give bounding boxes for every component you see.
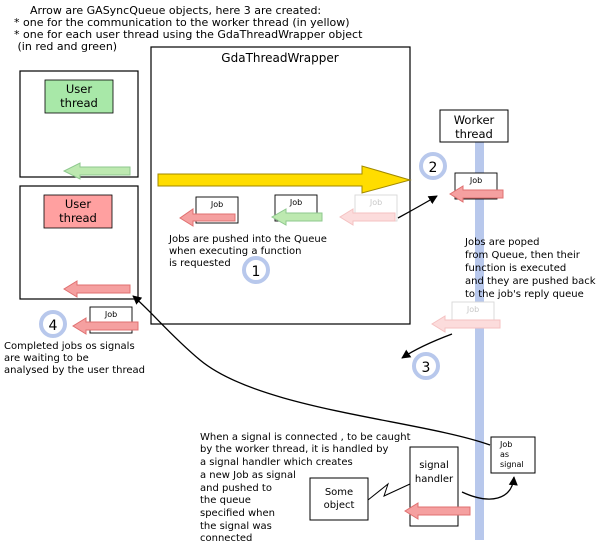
job-as-signal-label-2: as bbox=[500, 450, 509, 459]
note-poped-line-4: and they are pushed back bbox=[465, 276, 596, 287]
worker-job-box-faded-label: Job bbox=[466, 305, 479, 314]
note-push-queue-line-3: is requested bbox=[169, 258, 231, 269]
note-signal-line-8: the signal was bbox=[200, 521, 272, 532]
job-box-1-label: Job bbox=[210, 200, 223, 209]
note-poped-line-1: Jobs are poped bbox=[464, 237, 539, 248]
step-3-number: 3 bbox=[422, 360, 431, 376]
arrow-signal-to-user bbox=[132, 295, 491, 446]
note-signal-line-1: When a signal is connected , to be caugh… bbox=[200, 432, 411, 443]
note-signal: When a signal is connected , to be caugh… bbox=[200, 432, 411, 544]
arrow-handler-to-job bbox=[461, 476, 518, 500]
user-thread-red-label-box bbox=[43, 194, 113, 229]
header-line-4: (in red and green) bbox=[14, 40, 117, 53]
note-signal-line-6: the queue bbox=[200, 495, 251, 506]
some-object-label-2: object bbox=[324, 500, 355, 511]
note-signal-line-4: a new Job as signal bbox=[200, 470, 296, 481]
arrow-to-worker bbox=[397, 195, 438, 219]
step-4-number: 4 bbox=[49, 318, 58, 334]
wrapper-title: GdaThreadWrapper bbox=[221, 51, 338, 65]
note-signal-line-9: connected bbox=[200, 533, 252, 544]
signal-handler-red-arrow bbox=[404, 502, 471, 520]
note-signal-line-2: by the worker thread, it is handled by bbox=[200, 444, 388, 455]
job-as-signal-box bbox=[490, 436, 536, 474]
note-push-queue: Jobs are pushed into the Queue when exec… bbox=[168, 234, 327, 269]
note-push-queue-line-2: when executing a function bbox=[169, 246, 301, 257]
job-as-signal-label-3: signal bbox=[500, 460, 524, 469]
signal-handler-label-2: handler bbox=[415, 474, 454, 485]
arrow-from-worker-back bbox=[401, 333, 453, 359]
note-poped-line-5: to the job's reply queue bbox=[465, 289, 584, 300]
note-completed: Completed jobs os signals are waiting to… bbox=[4, 341, 145, 376]
header-text: Arrow are GASyncQueue objects, here 3 ar… bbox=[14, 4, 363, 53]
some-object-label-1: Some bbox=[325, 487, 353, 498]
note-poped: Jobs are poped from Queue, then their fu… bbox=[464, 237, 596, 300]
user-red-queue-arrow bbox=[63, 280, 131, 298]
user-thread-red-label-1: User bbox=[65, 197, 91, 211]
user-thread-green-label-1: User bbox=[66, 82, 92, 96]
note-completed-line-3: analysed by the user thread bbox=[4, 365, 145, 376]
worker-job-box-label: Job bbox=[469, 176, 482, 185]
green-queue-arrow bbox=[62, 162, 131, 180]
step-3: 3 bbox=[412, 352, 440, 380]
worker-thread-label-2: thread bbox=[455, 127, 493, 141]
note-signal-line-3: a signal handler which creates bbox=[200, 457, 353, 468]
step-4: 4 bbox=[39, 310, 67, 338]
note-completed-line-2: are waiting to be bbox=[4, 353, 89, 364]
header-line-1: Arrow are GASyncQueue objects, here 3 ar… bbox=[30, 4, 321, 17]
step-2-number: 2 bbox=[429, 160, 438, 176]
job-as-signal-label-1: Job bbox=[499, 440, 512, 449]
completed-red-arrow bbox=[72, 317, 139, 335]
job-box-faded-1-label: Job bbox=[369, 198, 382, 207]
step-1: 1 bbox=[242, 256, 270, 284]
note-poped-line-2: from Queue, then their bbox=[465, 250, 581, 261]
user-thread-green-label-2: thread bbox=[60, 96, 98, 110]
user-thread-red-label-2: thread bbox=[59, 211, 97, 225]
signal-handler-label-1: signal bbox=[419, 460, 449, 471]
note-signal-line-5: and pushed to bbox=[200, 483, 272, 494]
note-completed-line-1: Completed jobs os signals bbox=[4, 341, 135, 352]
note-poped-line-3: function is executed bbox=[465, 263, 566, 274]
signal-zigzag bbox=[367, 482, 411, 501]
worker-faded-arrow bbox=[431, 315, 501, 333]
completed-job-box-label: Job bbox=[104, 310, 117, 319]
header-line-3: * one for each user thread using the Gda… bbox=[14, 28, 363, 41]
user-thread-green-label-box bbox=[44, 79, 114, 114]
note-push-queue-line-1: Jobs are pushed into the Queue bbox=[168, 234, 327, 245]
green-queue-arrow-2 bbox=[270, 208, 323, 226]
yellow-queue-arrow bbox=[157, 165, 412, 194]
some-object-box bbox=[309, 477, 369, 521]
note-signal-line-7: specified when bbox=[200, 508, 275, 519]
worker-thread-label-1: Worker bbox=[454, 113, 495, 127]
worker-thread-label-box bbox=[439, 109, 509, 143]
step-1-number: 1 bbox=[252, 264, 261, 280]
job-box-2-label: Job bbox=[289, 198, 302, 207]
faded-queue-arrow-1 bbox=[339, 208, 396, 226]
step-2: 2 bbox=[419, 152, 447, 180]
header-line-2: * one for the communication to the worke… bbox=[14, 16, 350, 29]
worker-red-arrow bbox=[449, 185, 504, 203]
worker-thread-line bbox=[475, 142, 484, 540]
red-queue-arrow-1 bbox=[179, 208, 236, 227]
